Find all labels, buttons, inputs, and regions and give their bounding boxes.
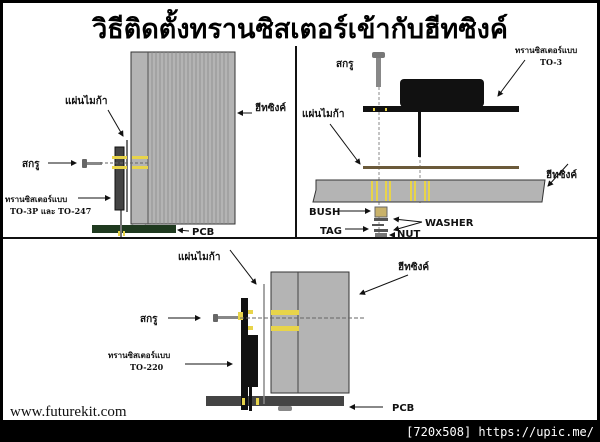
washers-in-hole (371, 181, 430, 201)
label-heatsink-bottom: ฮีทซิงค์ (398, 261, 429, 273)
label-transistor-model-right: TO-3 (540, 57, 563, 67)
washers-bottom (238, 310, 299, 405)
label-washer: WASHER (425, 218, 474, 229)
transistor-to3p (114, 146, 125, 211)
bush (374, 206, 388, 218)
panel-right: สกรู ทรานซิสเตอร์แบบ TO-3 แผ่นไมก้า ฮีทซ… (302, 45, 577, 240)
label-transistor-model: TO-3P และ TO-247 (10, 206, 91, 216)
label-heatsink-right: ฮีทซิงค์ (546, 169, 577, 181)
washer-bottom (374, 229, 388, 232)
label-transistor-model-bottom: TO-220 (130, 362, 164, 372)
label-nut: NUT (397, 229, 420, 240)
transistor-to3-pin (418, 112, 421, 157)
label-pcb-bottom: PCB (392, 403, 414, 414)
label-pcb: PCB (192, 227, 214, 238)
screw-icon (82, 159, 102, 168)
nut (375, 233, 387, 237)
heatsink-finned (130, 51, 236, 225)
label-transistor-type: ทรานซิสเตอร์แบบ (5, 194, 67, 204)
label-mica-right: แผ่นไมก้า (302, 107, 344, 120)
page-title: วิธีติดตั้งทรานซิสเตอร์เข้ากับฮีทซิงค์ (91, 8, 508, 45)
screw-icon-bottom (213, 314, 238, 322)
panel-left: สกรู แผ่นไมก้า ฮีทซิงค์ ทรานซิสเตอร์แบบ … (5, 51, 286, 238)
label-transistor-type-bottom: ทรานซิสเตอร์แบบ (108, 350, 170, 360)
transistor-to220-body (241, 335, 258, 387)
label-transistor-type-right: ทรานซิสเตอร์แบบ (515, 45, 577, 55)
tag (372, 224, 384, 226)
screw-icon-right (372, 52, 385, 87)
mica-sheet-right (363, 166, 519, 169)
label-bush: BUSH (309, 207, 340, 218)
label-heatsink: ฮีทซิงค์ (255, 102, 286, 114)
washer-top (374, 218, 388, 221)
label-mica-bottom: แผ่นไมก้า (178, 250, 220, 263)
heatsink-block (270, 271, 350, 394)
label-mica: แผ่นไมก้า (65, 94, 107, 107)
transistor-to3-body (400, 79, 484, 107)
pcb-board-bottom (206, 396, 344, 406)
transistor-to3-flange (363, 106, 519, 112)
pcb-board (92, 225, 176, 233)
label-screw-right: สกรู (336, 59, 354, 71)
washers (112, 156, 148, 236)
label-screw: สกรู (22, 159, 40, 171)
website-url: www.futurekit.com (10, 404, 127, 420)
label-screw-bottom: สกรู (140, 314, 158, 326)
footer-watermark: [720x508] https://upic.me/ (406, 425, 594, 439)
panel-bottom: สกรู แผ่นไมก้า ฮีทซิงค์ ทรานซิสเตอร์แบบ … (108, 249, 429, 414)
label-tag: TAG (320, 226, 342, 237)
